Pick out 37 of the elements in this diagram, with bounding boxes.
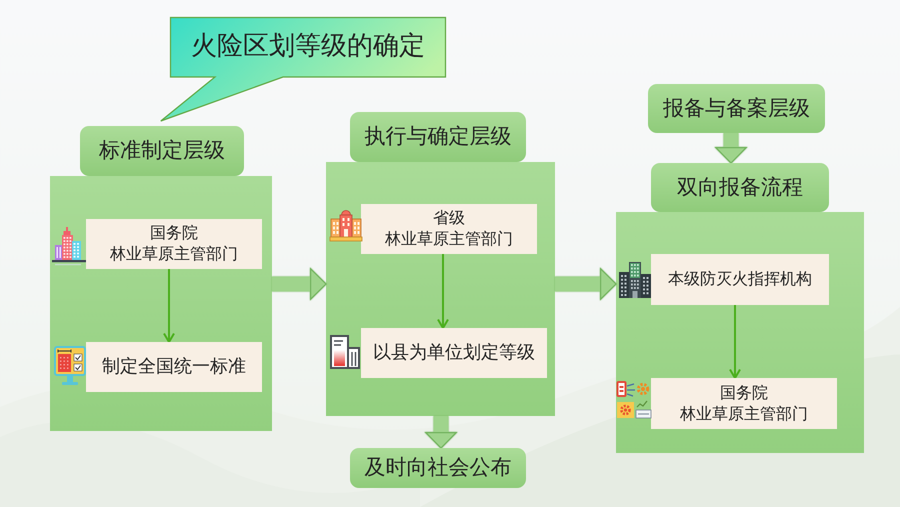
- step-text: 林业草原主管部门: [110, 244, 238, 265]
- heading-tab: [350, 448, 526, 488]
- heading-tab: [350, 112, 526, 162]
- step-card: [651, 378, 837, 429]
- step-card: [361, 204, 537, 254]
- arrow: [729, 305, 741, 379]
- column-panel: [50, 176, 272, 431]
- speech-bubble: [160, 17, 446, 122]
- step-text: 以县为单位划定等级: [373, 341, 535, 365]
- step-card: [651, 254, 829, 305]
- step-text: 省级: [433, 208, 465, 229]
- column-panel: [616, 212, 864, 453]
- heading-tab: [80, 126, 244, 176]
- step-card: [86, 219, 262, 269]
- heading-tab: [651, 163, 829, 212]
- title-text: 火险区划等级的确定: [191, 30, 425, 64]
- block-arrow: [272, 268, 327, 300]
- block-arrow: [425, 416, 457, 449]
- arrow: [437, 254, 449, 329]
- block-arrow: [715, 133, 747, 164]
- heading-text: 标准制定层级: [99, 137, 225, 164]
- step-card: [361, 328, 547, 378]
- step-text: 制定全国统一标准: [102, 355, 246, 379]
- heading-text: 执行与确定层级: [364, 123, 512, 150]
- heading-text: 双向报备流程: [677, 174, 803, 201]
- step-text: 林业草原主管部门: [385, 229, 513, 250]
- heading-text: 及时向社会公布: [364, 454, 512, 482]
- step-text: 本级防灭火指挥机构: [668, 269, 812, 290]
- arrow: [163, 269, 175, 343]
- block-arrow: [555, 268, 617, 300]
- heading-text: 报备与备案层级: [663, 94, 810, 122]
- column-panel: [326, 162, 555, 416]
- step-text: 国务院: [720, 382, 768, 404]
- step-text: 林业草原主管部门: [680, 404, 808, 424]
- heading-tab: [648, 84, 825, 133]
- step-text: 国务院: [150, 223, 198, 244]
- step-card: [86, 342, 262, 392]
